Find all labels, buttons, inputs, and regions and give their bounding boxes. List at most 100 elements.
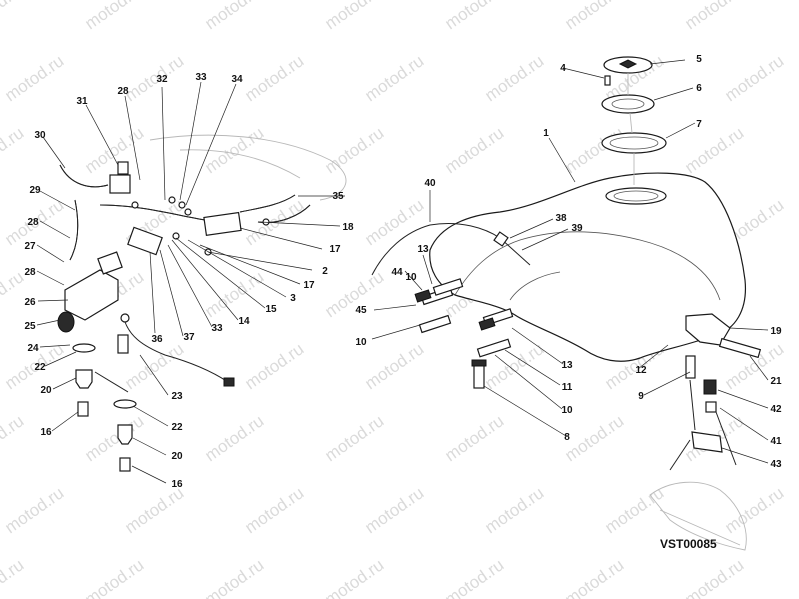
tank-mount-hardware xyxy=(414,278,514,389)
callout-22: 22 xyxy=(34,362,46,373)
watermark-text: motod.ru xyxy=(481,483,547,537)
watermark-text: motod.ru xyxy=(121,51,187,105)
callout-44: 44 xyxy=(391,267,403,278)
watermark-text: motod.ru xyxy=(121,339,187,393)
callout-26: 26 xyxy=(24,297,36,308)
watermark-text: motod.ru xyxy=(0,123,27,177)
leader-lines xyxy=(36,59,769,484)
watermark-text: motod.ru xyxy=(321,555,387,599)
drawing-code: VST00085 xyxy=(660,537,717,551)
callout-2: 2 xyxy=(322,266,328,277)
watermark-text: motod.ru xyxy=(321,411,387,465)
callout-10: 10 xyxy=(355,337,367,348)
watermark-text: motod.ru xyxy=(201,411,267,465)
callout-10: 10 xyxy=(405,272,417,283)
watermark-text: motod.ru xyxy=(241,483,307,537)
filter-housings xyxy=(72,343,137,472)
watermark-text: motod.ru xyxy=(481,51,547,105)
callout-39: 39 xyxy=(571,223,583,234)
callout-15: 15 xyxy=(265,304,277,315)
callout-43: 43 xyxy=(770,459,782,470)
watermark-text: motod.ru xyxy=(0,411,27,465)
callout-30: 30 xyxy=(34,130,46,141)
callout-20: 20 xyxy=(171,451,183,462)
callout-20: 20 xyxy=(40,385,52,396)
callout-16: 16 xyxy=(171,479,183,490)
watermark-text: motod.ru xyxy=(361,51,427,105)
watermark-text: motod.ru xyxy=(81,411,147,465)
frame-ghost xyxy=(149,134,347,201)
watermark-text: motod.ru xyxy=(321,267,387,321)
watermark-text: motod.ru xyxy=(361,483,427,537)
callout-13: 13 xyxy=(561,360,573,371)
callout-28: 28 xyxy=(24,267,36,278)
callout-17: 17 xyxy=(303,280,315,291)
watermark-text: motod.ru xyxy=(1,483,67,537)
callout-3: 3 xyxy=(290,293,296,304)
watermark-text: motod.ru xyxy=(81,0,147,33)
callout-13: 13 xyxy=(417,244,429,255)
callout-9: 9 xyxy=(638,391,644,402)
watermark-text: motod.ru xyxy=(321,0,387,33)
watermark-text: motod.ru xyxy=(441,123,507,177)
watermark-text: motod.ru xyxy=(81,555,147,599)
fuel-lines xyxy=(59,164,311,261)
watermark-text: motod.ru xyxy=(721,483,787,537)
callout-6: 6 xyxy=(696,83,702,94)
watermark-text: motod.ru xyxy=(201,0,267,33)
callout-31: 31 xyxy=(76,96,88,107)
callout-33: 33 xyxy=(195,72,207,83)
watermark-text: motod.ru xyxy=(441,0,507,33)
watermark-text: motod.ru xyxy=(441,555,507,599)
watermark-text: motod.ru xyxy=(561,0,627,33)
watermark-text: motod.ru xyxy=(201,555,267,599)
watermark-text: motod.ru xyxy=(321,123,387,177)
watermark-text: motod.ru xyxy=(721,51,787,105)
watermark-text: motod.ru xyxy=(1,51,67,105)
callout-24: 24 xyxy=(27,343,39,354)
filler-cap-assembly xyxy=(601,56,667,185)
callout-45: 45 xyxy=(355,305,367,316)
callout-10: 10 xyxy=(561,405,573,416)
callout-32: 32 xyxy=(156,74,168,85)
watermark-text: motod.ru xyxy=(81,123,147,177)
watermark-text: motod.ru xyxy=(601,483,667,537)
fuel-pump-assembly xyxy=(57,161,270,387)
callout-21: 21 xyxy=(770,376,782,387)
callout-37: 37 xyxy=(183,332,195,343)
callout-5: 5 xyxy=(696,54,702,65)
callout-18: 18 xyxy=(342,222,354,233)
callout-36: 36 xyxy=(151,334,163,345)
callout-35: 35 xyxy=(332,191,344,202)
callout-14: 14 xyxy=(238,316,250,327)
tank-rear-hardware xyxy=(649,313,762,551)
callout-28: 28 xyxy=(117,86,129,97)
watermark-text: motod.ru xyxy=(0,0,27,33)
callout-27: 27 xyxy=(24,241,36,252)
watermark-text: motod.ru xyxy=(681,0,747,33)
callout-28: 28 xyxy=(27,217,39,228)
callout-42: 42 xyxy=(770,404,782,415)
watermark-text: motod.ru xyxy=(0,555,27,599)
callout-33: 33 xyxy=(211,323,223,334)
callout-29: 29 xyxy=(29,185,41,196)
callout-16: 16 xyxy=(40,427,52,438)
callout-7: 7 xyxy=(696,119,702,130)
callout-12: 12 xyxy=(635,365,647,376)
callout-19: 19 xyxy=(770,326,782,337)
watermark-text: motod.ru xyxy=(441,411,507,465)
callout-1: 1 xyxy=(543,128,549,139)
callout-8: 8 xyxy=(564,432,570,443)
callout-34: 34 xyxy=(231,74,243,85)
fuel-tank xyxy=(429,172,747,362)
watermark-text: motod.ru xyxy=(361,195,427,249)
callout-22: 22 xyxy=(171,422,183,433)
watermark-text: motod.ru xyxy=(121,483,187,537)
callout-11: 11 xyxy=(562,382,573,393)
watermark-text: motod.ru xyxy=(681,123,747,177)
callout-40: 40 xyxy=(424,178,436,189)
watermark-text: motod.ru xyxy=(241,339,307,393)
callout-25: 25 xyxy=(24,321,36,332)
watermark-text: motod.ru xyxy=(241,51,307,105)
